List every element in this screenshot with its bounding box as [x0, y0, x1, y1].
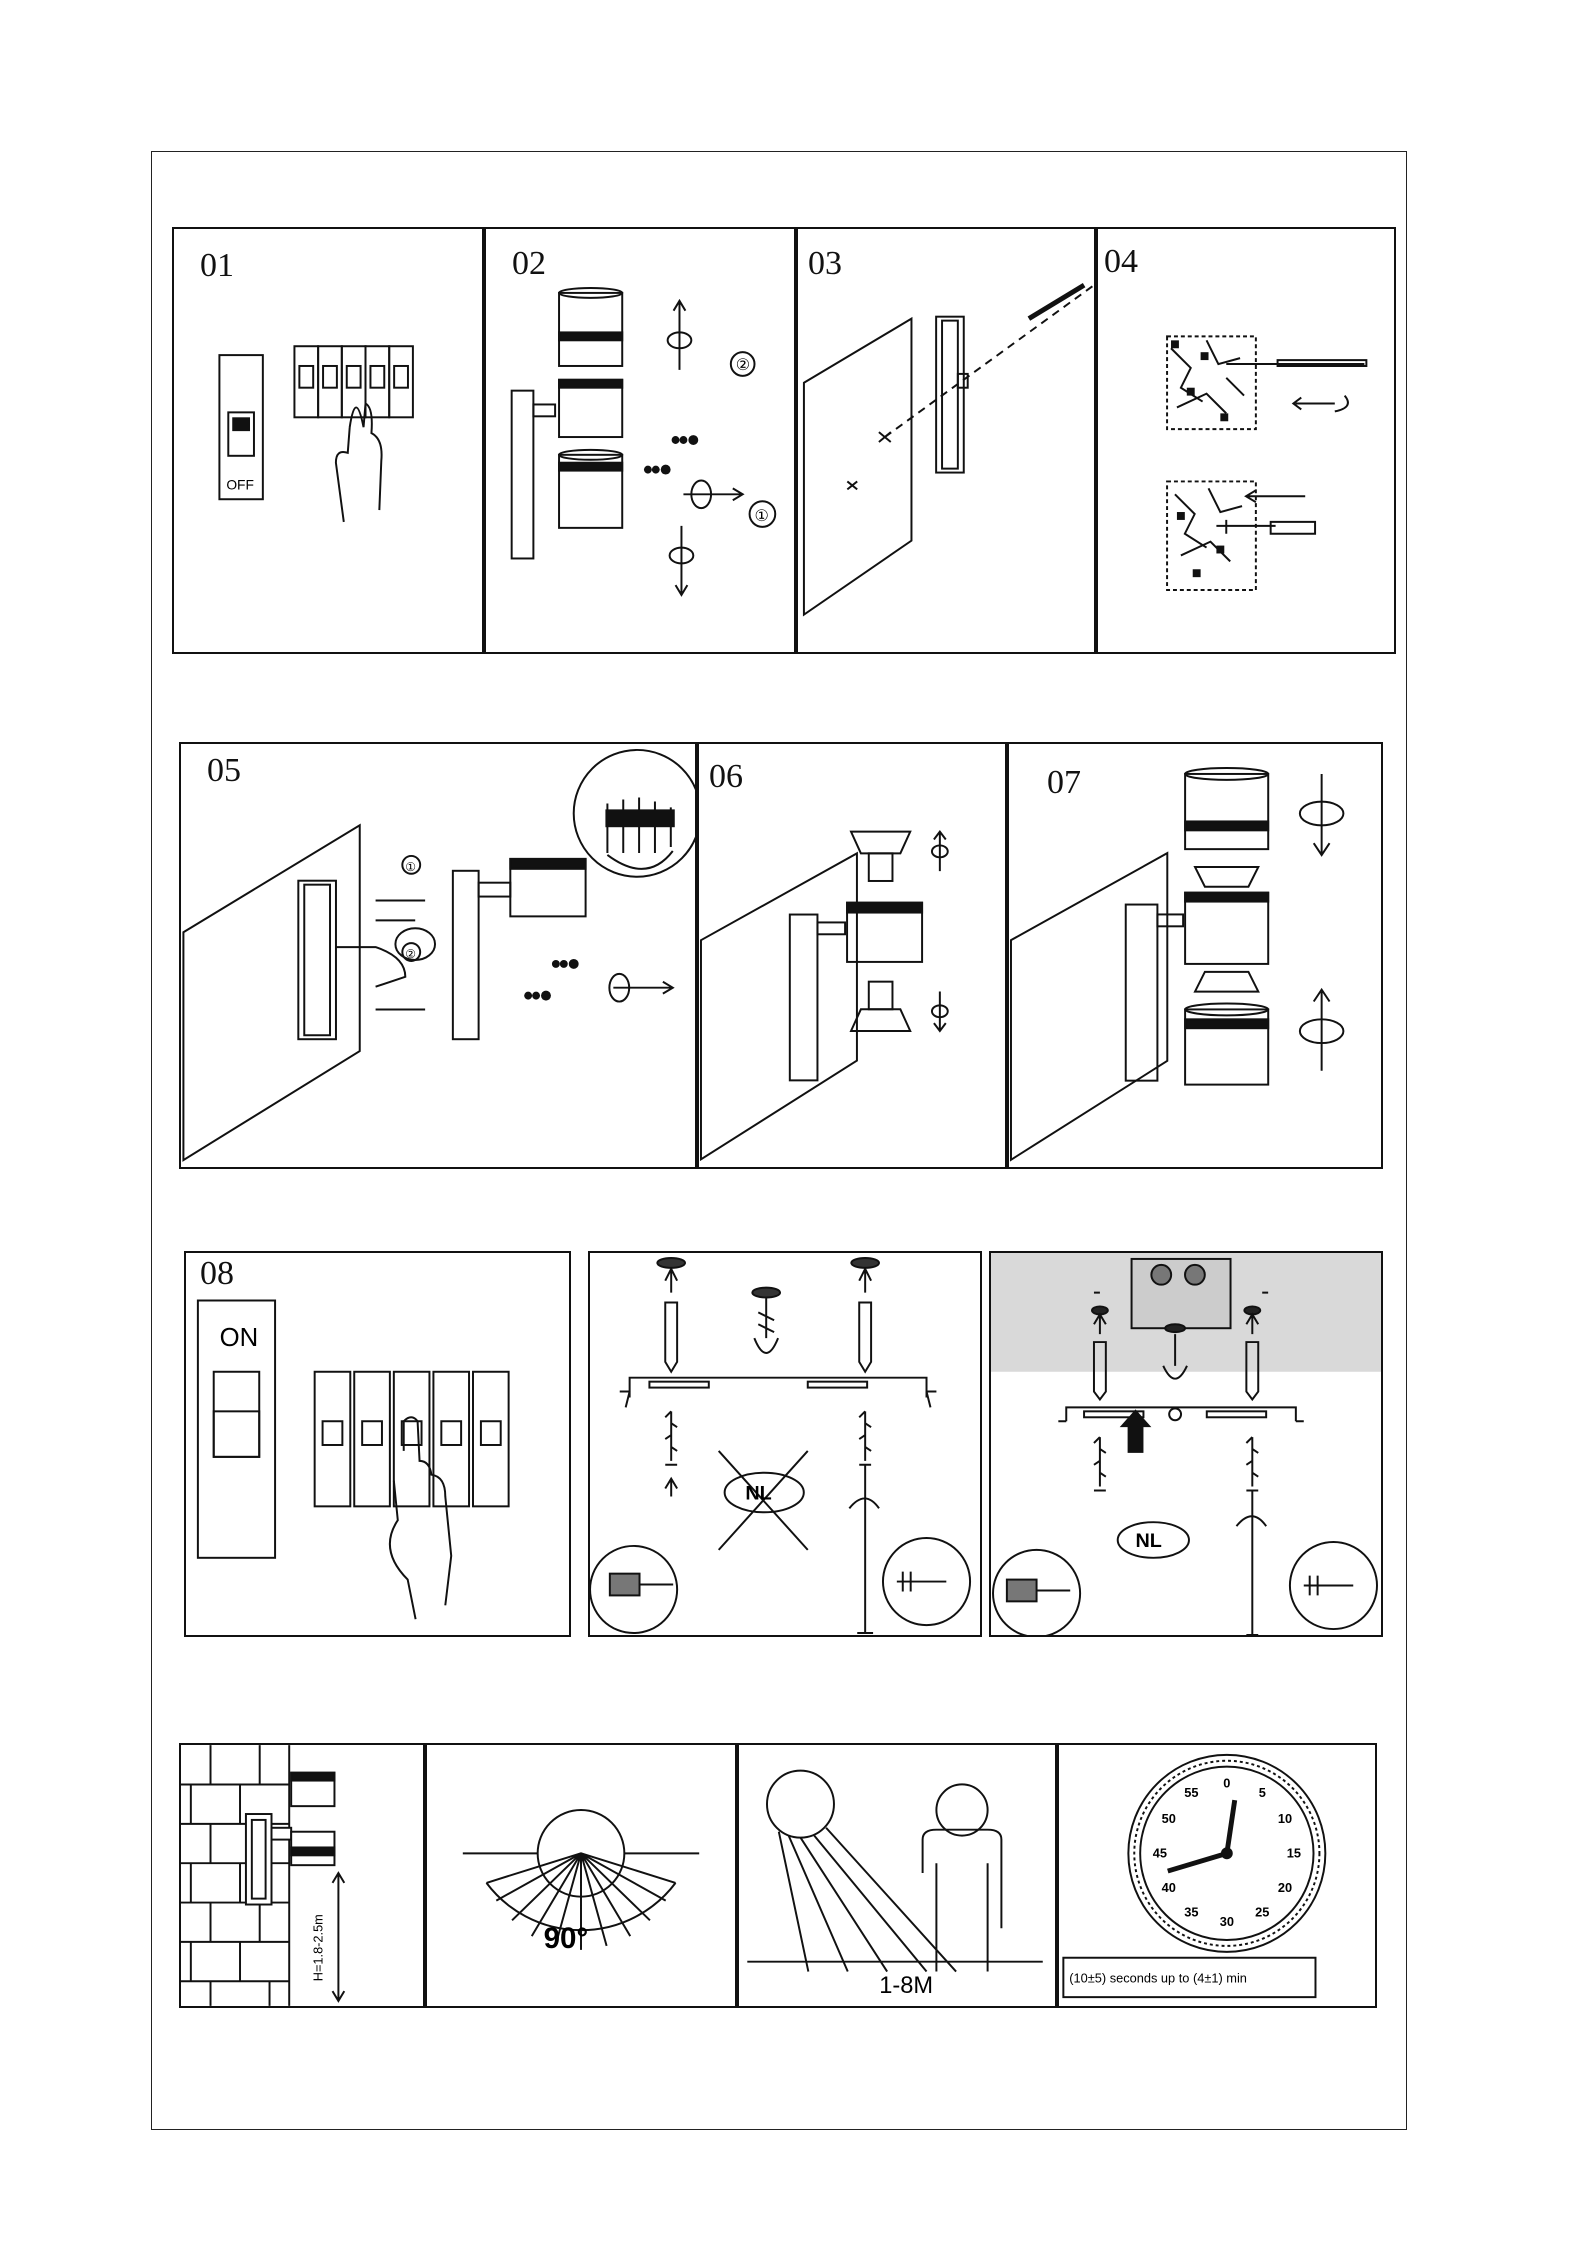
clock-number: 45: [1153, 1845, 1167, 1860]
time-delay-text: (10±5) seconds up to (4±1) min: [1069, 1970, 1247, 1985]
attach-shades-illustration: [1009, 744, 1381, 1167]
mounting-height-illustration: H=1.8-2.5m: [181, 1745, 423, 2006]
time-delay-panel: (10±5) seconds up to (4±1) min 0 5 10 15…: [1057, 1743, 1377, 2008]
clock-number: 35: [1184, 1904, 1198, 1919]
nl-label: NL: [1136, 1530, 1162, 1552]
mark-holes-illustration: [798, 229, 1094, 652]
ceiling-bracket-panel-correct: NL: [989, 1251, 1383, 1637]
drill-and-plug-illustration: [1098, 229, 1394, 652]
ceiling-bracket-panel-incorrect: NL: [588, 1251, 982, 1637]
clock-number: 30: [1220, 1914, 1234, 1929]
detection-range-text: 1-8M: [879, 1973, 933, 1999]
detection-angle-illustration: 90°: [427, 1745, 735, 2006]
clock-number: 50: [1162, 1811, 1176, 1826]
step-05-panel: 05 ① ②: [179, 742, 697, 1169]
step-06-panel: 06: [697, 742, 1007, 1169]
mounting-height-text: H=1.8-2.5m: [311, 1914, 326, 1981]
switch-off-illustration: OFF: [174, 229, 482, 652]
clock-number: 55: [1184, 1785, 1198, 1800]
detection-angle-panel: 90°: [425, 1743, 737, 2008]
switch-off-label: OFF: [226, 476, 254, 492]
clock-number: 5: [1259, 1785, 1266, 1800]
detection-angle-text: 90°: [544, 1922, 589, 1955]
clock-number: 15: [1287, 1845, 1301, 1860]
step-08-panel: 08 ON: [184, 1251, 571, 1637]
bracket-wrong-illustration: NL: [590, 1253, 980, 1635]
mounting-height-panel: H=1.8-2.5m: [179, 1743, 425, 2008]
remove-shades-illustration: ② ①: [486, 229, 794, 652]
clock-number: 40: [1162, 1880, 1176, 1895]
bracket-correct-illustration: NL: [991, 1253, 1381, 1635]
step-01-panel: 01 OFF: [172, 227, 484, 654]
detection-range-panel: 1-8M: [737, 1743, 1057, 2008]
callout-2: ②: [736, 357, 750, 374]
switch-on-label: ON: [220, 1324, 259, 1352]
clock-number: 0: [1223, 1775, 1230, 1790]
callout-1: ①: [755, 508, 769, 525]
callout-2: ②: [405, 947, 416, 961]
switch-on-illustration: ON: [186, 1253, 569, 1635]
insert-bulbs-illustration: [699, 744, 1005, 1167]
nl-label: NL: [745, 1482, 771, 1504]
time-delay-illustration: (10±5) seconds up to (4±1) min 0 5 10 15…: [1059, 1745, 1375, 2006]
step-02-panel: 02 ② ①: [484, 227, 796, 654]
detection-range-illustration: 1-8M: [739, 1745, 1055, 2006]
clock-number: 25: [1255, 1904, 1269, 1919]
step-07-panel: 07: [1007, 742, 1383, 1169]
wiring-and-mount-illustration: ① ②: [181, 744, 695, 1167]
clock-number: 20: [1278, 1880, 1292, 1895]
callout-1: ①: [405, 860, 416, 874]
step-03-panel: 03: [796, 227, 1096, 654]
clock-number: 10: [1278, 1811, 1292, 1826]
step-04-panel: 04: [1096, 227, 1396, 654]
